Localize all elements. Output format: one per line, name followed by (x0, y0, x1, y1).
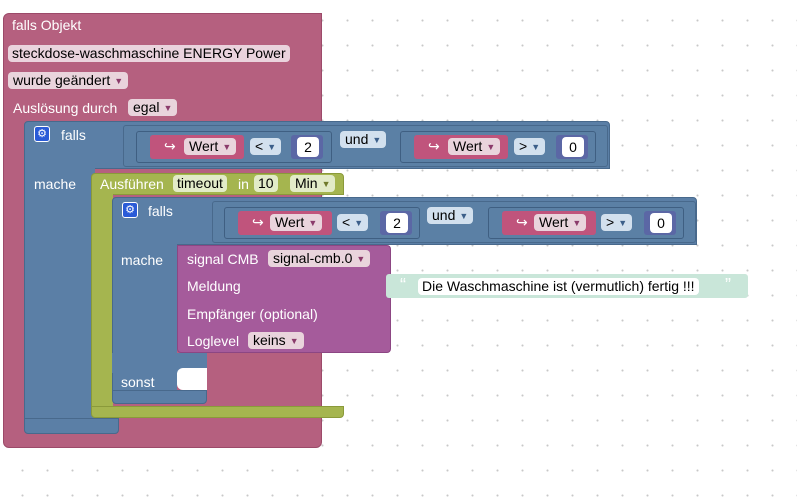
dropdown-arrow-icon: ▼ (372, 135, 382, 145)
dropdown-arrow-icon: ▼ (356, 254, 366, 264)
if-outer-left-bar (24, 168, 95, 426)
else-slot[interactable] (177, 368, 207, 390)
variable-arrow-icon: ↪ (164, 138, 176, 154)
timeout-in-label: in (238, 176, 249, 192)
timeout-value-field[interactable]: 10 (254, 175, 278, 192)
signal-label: signal CMB (187, 251, 259, 267)
if-outer-op-right-dropdown[interactable]: >▼ (514, 138, 546, 155)
if-inner-op-right-dropdown[interactable]: >▼ (601, 214, 633, 231)
gear-icon[interactable]: ⚙ (122, 202, 138, 218)
joiner-value: und (432, 207, 456, 223)
signal-instance-value: signal-cmb.0 (273, 250, 353, 266)
trigger-by-value: egal (133, 99, 160, 115)
trigger-by-label: Auslösung durch (13, 100, 118, 116)
gear-icon[interactable]: ⚙ (34, 126, 50, 142)
dropdown-arrow-icon: ▼ (114, 76, 124, 86)
if-inner-var-left-dropdown[interactable]: Wert▼ (270, 214, 323, 231)
dropdown-arrow-icon: ▼ (308, 218, 318, 228)
if-outer-var-left-dropdown[interactable]: Wert▼ (184, 138, 237, 155)
timeout-left-bar (91, 194, 113, 408)
dropdown-arrow-icon: ▼ (572, 218, 582, 228)
dropdown-arrow-icon: ▼ (531, 142, 541, 152)
if-outer-if-label: falls (61, 127, 86, 143)
joiner-value: und (345, 131, 369, 147)
trigger-header-label: falls Objekt (12, 17, 82, 33)
dropdown-arrow-icon: ▼ (618, 218, 628, 228)
signal-loglevel-value: keins (253, 332, 286, 348)
op-value: < (255, 138, 264, 154)
timeout-name-field[interactable]: timeout (173, 175, 227, 192)
timeout-unit-dropdown[interactable]: Min▼ (290, 175, 336, 192)
if-inner-do-label: mache (121, 252, 164, 268)
number-field[interactable]: 2 (297, 137, 319, 157)
timeout-unit-value: Min (295, 175, 318, 191)
quote-close-icon: ” (725, 275, 731, 295)
signal-message-label: Meldung (187, 278, 241, 294)
variable-arrow-icon: ↪ (252, 214, 264, 230)
var-name: Wert (275, 214, 305, 230)
signal-loglevel-dropdown[interactable]: keins▼ (248, 332, 304, 349)
variable-arrow-icon: ↪ (516, 214, 528, 230)
trigger-condition-value: wurde geändert (13, 72, 111, 88)
trigger-by-dropdown[interactable]: egal▼ (128, 99, 178, 116)
trigger-object-id-field[interactable]: steckdose-waschmaschine ENERGY Power (8, 45, 290, 62)
timeout-run-label: Ausführen (100, 176, 164, 192)
if-inner-if-label: falls (148, 203, 173, 219)
dropdown-arrow-icon: ▼ (354, 218, 364, 228)
var-name: Wert (453, 138, 483, 154)
dropdown-arrow-icon: ▼ (163, 103, 173, 113)
if-outer-var-right-dropdown[interactable]: Wert▼ (448, 138, 501, 155)
signal-recipient-label: Empfänger (optional) (187, 306, 318, 322)
number-field[interactable]: 0 (650, 213, 672, 233)
dropdown-arrow-icon: ▼ (486, 142, 496, 152)
number-field[interactable]: 2 (386, 213, 408, 233)
if-inner-var-right-dropdown[interactable]: Wert▼ (534, 214, 587, 231)
dropdown-arrow-icon: ▼ (222, 142, 232, 152)
timeout-bottom (91, 406, 344, 418)
if-outer-do-label: mache (34, 176, 77, 192)
trigger-condition-dropdown[interactable]: wurde geändert▼ (8, 72, 129, 89)
if-inner-joiner-dropdown[interactable]: und▼ (427, 207, 474, 224)
number-field[interactable]: 0 (562, 137, 584, 157)
variable-arrow-icon: ↪ (428, 138, 440, 154)
if-outer-joiner-dropdown[interactable]: und▼ (340, 131, 387, 148)
var-name: Wert (539, 214, 569, 230)
if-inner-op-left-dropdown[interactable]: <▼ (337, 214, 369, 231)
quote-open-icon: “ (400, 275, 406, 295)
signal-instance-dropdown[interactable]: signal-cmb.0▼ (268, 250, 371, 267)
if-outer-op-left-dropdown[interactable]: <▼ (250, 138, 282, 155)
message-text-field[interactable]: Die Waschmaschine ist (vermutlich) ferti… (418, 278, 699, 295)
op-value: > (606, 214, 615, 230)
dropdown-arrow-icon: ▼ (321, 179, 331, 189)
var-name: Wert (189, 138, 219, 154)
if-inner-bottom (112, 390, 207, 404)
dropdown-arrow-icon: ▼ (459, 211, 469, 221)
op-value: < (342, 214, 351, 230)
if-outer-bottom (24, 418, 119, 434)
op-value: > (519, 138, 528, 154)
dropdown-arrow-icon: ▼ (289, 336, 299, 346)
dropdown-arrow-icon: ▼ (267, 142, 277, 152)
signal-loglevel-label: Loglevel (187, 333, 240, 349)
if-inner-else-label: sonst (121, 374, 155, 390)
